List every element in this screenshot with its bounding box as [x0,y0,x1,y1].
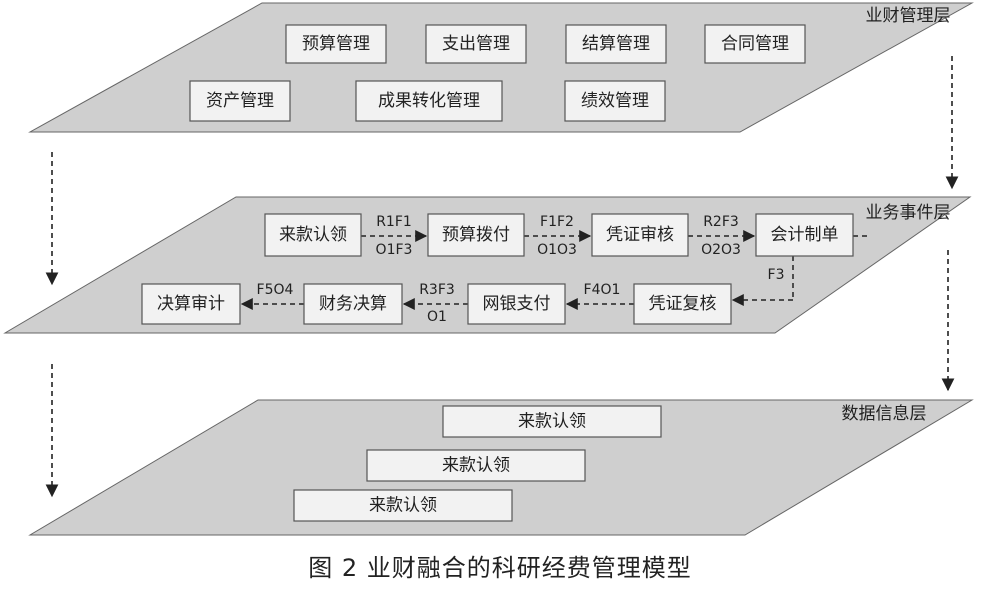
data-record-box-2-label: 来款认领 [442,456,510,476]
budget-mgmt-box [285,24,387,64]
data-record-box-1-label: 来款认领 [518,412,586,432]
data-record-box-2 [366,449,586,482]
performance-mgmt-box [564,80,666,122]
data-record-box-3 [293,489,513,522]
voucher-recheck-node [633,283,732,325]
data-layer-title: 数据信息层 [842,404,927,424]
expense-mgmt-box [425,24,527,64]
figure-caption: 图 2 业财融合的科研经费管理模型 [308,554,692,582]
edge-3-top-label: R2F3 [703,214,739,230]
accounting-entry-node-label: 会计制单 [771,225,839,245]
financial-final-accounts-node-label: 财务决算 [319,294,387,314]
edge-7-top-label: F5O4 [257,282,294,298]
asset-mgmt-box [189,80,291,122]
fund-claim-node-label: 来款认领 [279,225,347,245]
data-record-box-3-label: 来款认领 [369,496,437,516]
asset-mgmt-box-label: 资产管理 [206,91,274,111]
contract-mgmt-box-label: 合同管理 [721,34,789,54]
accounting-entry-node [755,213,854,257]
voucher-recheck-node-label: 凭证复核 [649,294,717,314]
edge-2-top-label: F1F2 [540,214,574,230]
performance-mgmt-box-label: 绩效管理 [581,91,649,111]
edge-5-top-label: F4O1 [584,282,621,298]
financial-final-accounts-node [303,283,403,325]
achievement-transfer-mgmt-box-label: 成果转化管理 [378,91,480,111]
settlement-mgmt-box-label: 结算管理 [582,34,650,54]
budget-allocation-node [427,213,525,257]
edge-1-top-label: R1F1 [376,214,412,230]
edge-4-side-label: F3 [768,267,785,283]
edge-6-bottom-label: O1 [427,309,447,325]
final-accounts-audit-node [141,283,241,325]
voucher-audit-node [591,213,689,257]
edge-1-bottom-label: O1F3 [376,242,413,258]
edge-2-bottom-label: O1O3 [537,242,577,258]
expense-mgmt-box-label: 支出管理 [442,34,510,54]
settlement-mgmt-box [565,24,667,64]
fund-claim-node [264,213,362,257]
contract-mgmt-box [704,24,806,64]
edge-6-top-label: R3F3 [419,282,455,298]
online-banking-payment-node-label: 网银支付 [483,294,551,314]
online-banking-payment-node [467,283,566,325]
voucher-audit-node-label: 凭证审核 [606,225,674,245]
business-layer-title: 业务事件层 [866,203,951,223]
finance-layer-title: 业财管理层 [866,6,951,26]
data-record-box-1 [442,405,662,438]
final-accounts-audit-node-label: 决算审计 [157,294,225,314]
achievement-transfer-mgmt-box [355,80,503,122]
budget-mgmt-box-label: 预算管理 [302,34,370,54]
budget-allocation-node-label: 预算拨付 [442,225,510,245]
edge-3-bottom-label: O2O3 [701,242,741,258]
